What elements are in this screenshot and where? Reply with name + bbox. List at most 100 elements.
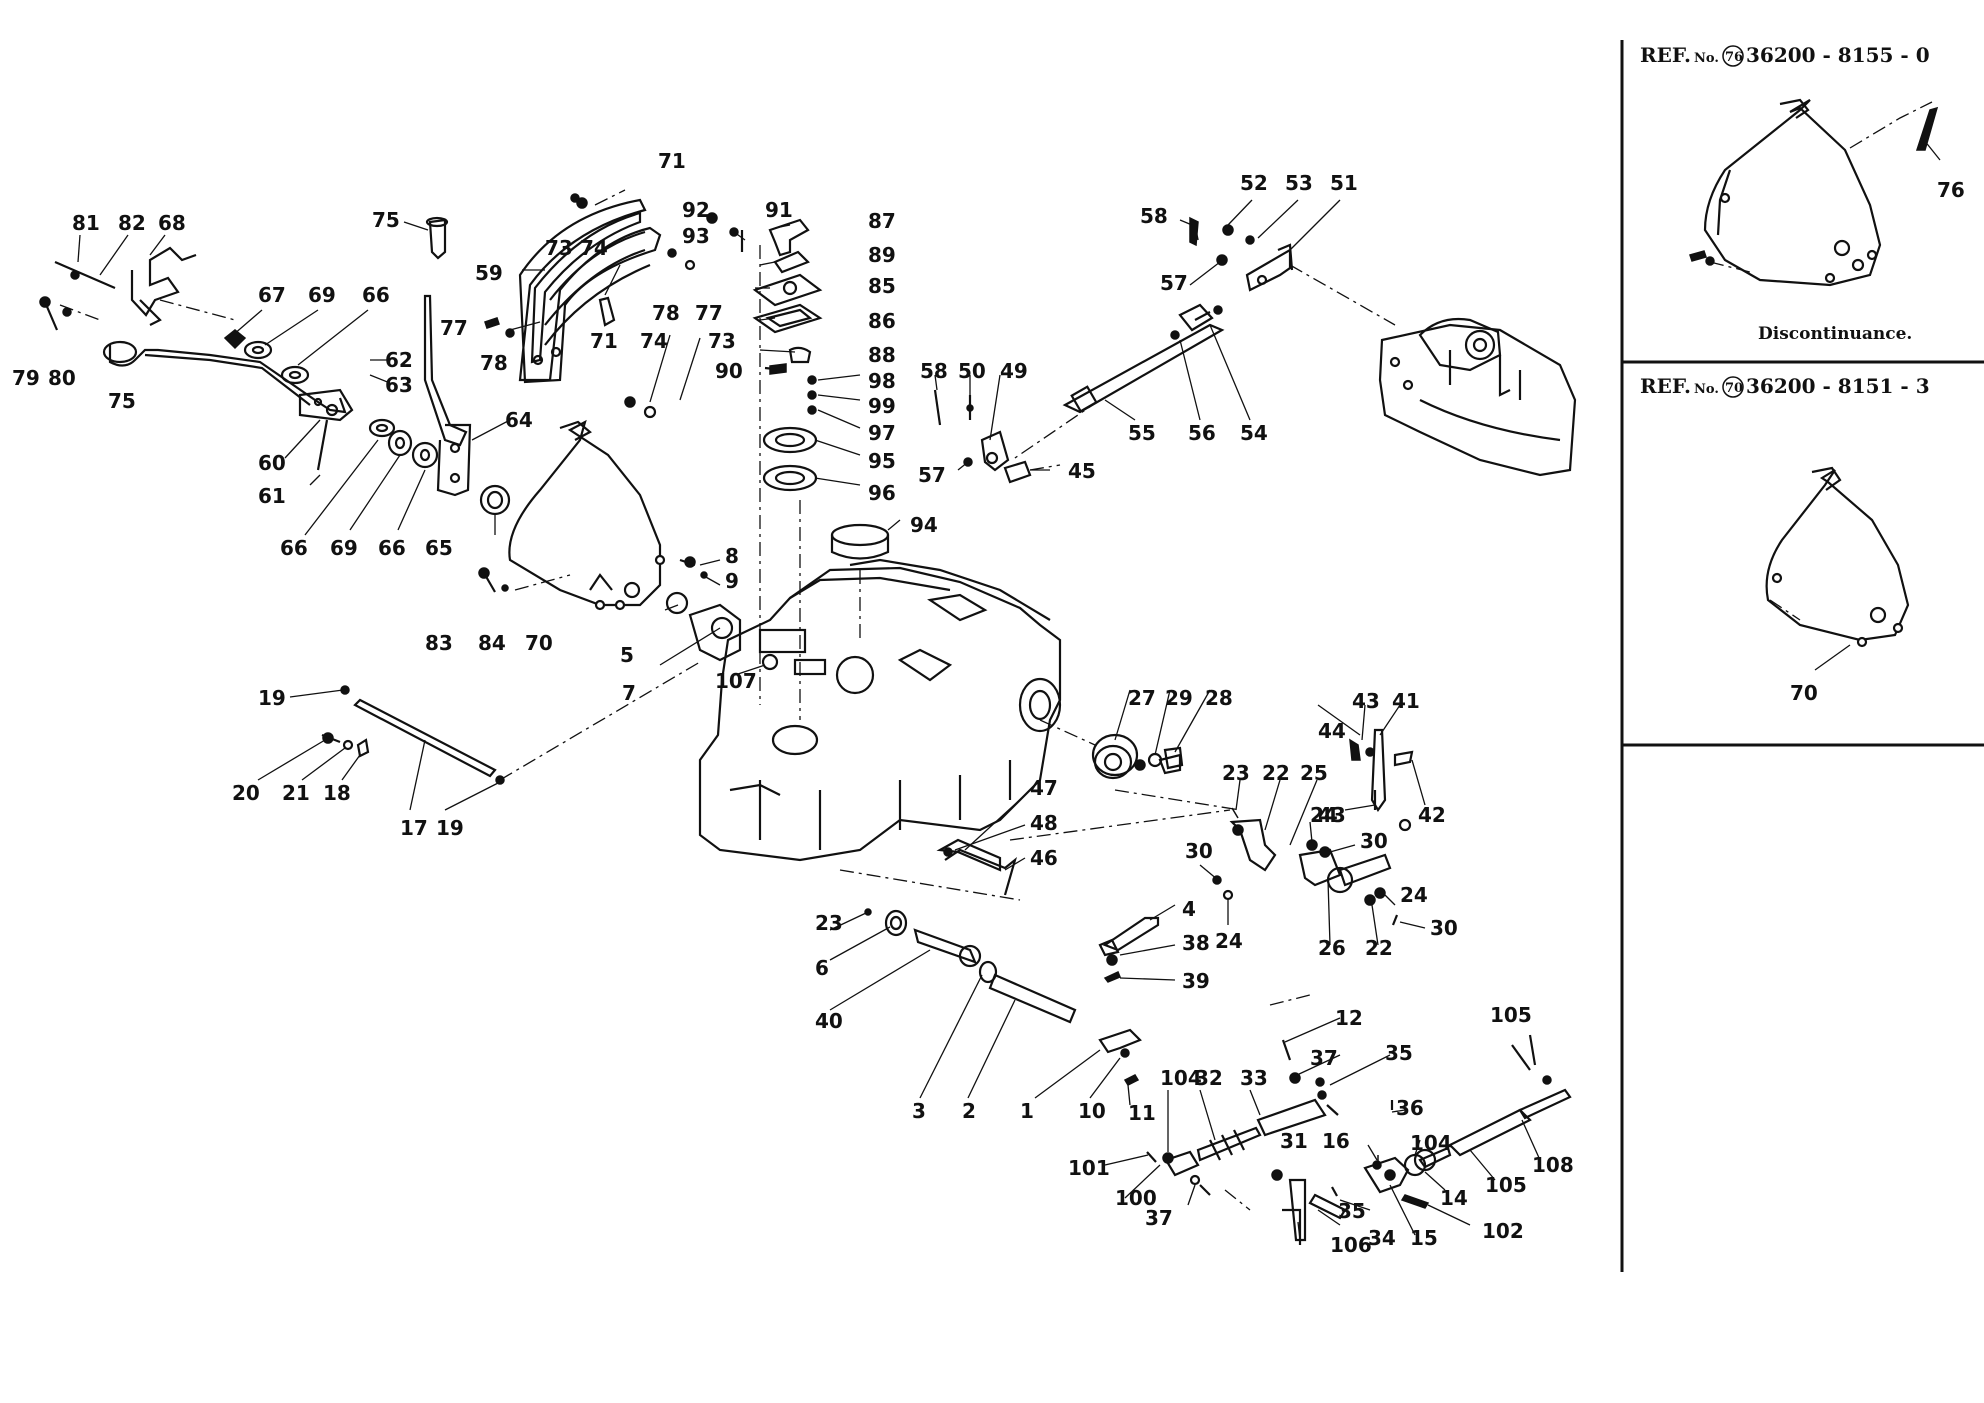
callout-label: 56 [1188,421,1216,445]
callout-label: 85 [868,274,896,298]
callout-label: 99 [868,394,896,418]
callout-label: 31 [1280,1129,1308,1153]
callout-label: 73 [545,236,573,260]
ref-circle [1722,45,1744,67]
inset-top-ref-no-label: No. [1694,51,1719,66]
left-lever-assembly-drawing [39,246,354,471]
callout-label: 20 [232,781,260,805]
callout-label: 93 [682,224,710,248]
callout-label: 82 [118,211,146,235]
callout-label: 8 [725,544,739,568]
column-parts-drawing [706,212,890,720]
leader-lines [77,199,1541,1241]
callout-label: 78 [480,351,508,375]
callout-label: 2 [962,1099,976,1123]
callout-label: 105 [1490,1003,1532,1027]
callout-label: 6 [815,956,829,980]
inset-bottom-ref-number: 36200 - 8151 - 3 [1746,374,1930,398]
callout-label: 37 [1310,1046,1338,1070]
callout-label: 3 [912,1099,926,1123]
callout-label: 77 [440,316,468,340]
callout-label: 49 [1000,359,1028,383]
callout-label: 57 [1160,271,1188,295]
callout-label: 66 [362,283,390,307]
callout-label: 32 [1195,1066,1223,1090]
callout-label: 66 [280,536,308,560]
callout-label: 104 [1410,1131,1452,1155]
callout-label: 7 [622,681,636,705]
callout-label: 46 [1030,846,1058,870]
callout-label: 40 [815,1009,843,1033]
callout-label: 10 [1078,1099,1106,1123]
inset-bottom-cover-drawing [1765,466,1910,671]
callout-label: 52 [1240,171,1268,195]
callout-label: 57 [918,463,946,487]
callout-label: 68 [158,211,186,235]
callout-label: 62 [385,348,413,372]
callout-label: 104 [1160,1066,1202,1090]
callout-label: 34 [1368,1226,1396,1250]
callout-label: 48 [1030,811,1058,835]
callout-label: 17 [400,816,428,840]
callout-label: 15 [1410,1226,1438,1250]
right-housing-drawing [1378,317,1577,477]
callout-label: 41 [1392,689,1420,713]
lever-49-drawing [933,389,1061,484]
inset-top-ref-heading: REF. No. 76 36200 - 8155 - 0 [1640,43,1930,67]
callout-label: 87 [868,209,896,233]
callout-labels: 81 82 68 79 80 75 67 69 66 62 63 60 61 6… [12,149,1574,1257]
callout-label: 23 [1222,761,1250,785]
callout-label: 33 [1240,1066,1268,1090]
callout-label: 100 [1115,1186,1157,1210]
callout-label: 61 [258,484,286,508]
callout-label: 80 [48,366,76,390]
callout-label: 70 [525,631,553,655]
callout-label: 88 [868,343,896,367]
lower-shaft-drawing [839,838,1160,1086]
callout-label: 69 [308,283,336,307]
callout-label: 12 [1335,1006,1363,1030]
callout-label: 95 [868,449,896,473]
callout-label: 18 [323,781,351,805]
lower-right-linkage-drawing [1146,994,1572,1245]
callout-label: 39 [1182,969,1210,993]
callout-label: 60 [258,451,286,475]
callout-label: 92 [682,198,710,222]
callout-label: 30 [1360,829,1388,853]
flange-27-drawing [1039,719,1184,777]
callout-label: 43 [1318,803,1346,827]
callout-label: 84 [478,631,506,655]
callout-label: 86 [868,309,896,333]
callout-label: 63 [385,373,413,397]
callout-label: 24 [1310,803,1338,827]
callout-label: 4 [1182,897,1196,921]
callout-label: 1 [1020,1099,1034,1123]
callout-label: 71 [658,149,686,173]
callout-label: 106 [1330,1233,1372,1257]
callout-label: 35 [1385,1041,1413,1065]
callout-label: 44 [1318,719,1346,743]
callout-label: 77 [695,301,723,325]
inset-bottom-ref-heading: REF. No. 70 36200 - 8151 - 3 [1640,374,1930,398]
callout-label: 27 [1128,686,1156,710]
callout-label: 69 [330,536,358,560]
callout-label: 89 [868,243,896,267]
callout-label: 67 [258,283,286,307]
callout-label: 64 [505,408,533,432]
callout-label: 21 [282,781,310,805]
lever-64-drawing [368,216,511,516]
callout-label: 22 [1365,936,1393,960]
callout-label: 51 [1330,171,1358,195]
callout-label: 19 [258,686,286,710]
callout-label: 102 [1482,1219,1524,1243]
callout-label: 54 [1240,421,1268,445]
callout-label: 96 [868,481,896,505]
callout-label: 47 [1030,776,1058,800]
callout-label: 9 [725,569,739,593]
guide-plate-59-drawing [484,189,696,419]
callout-label: 45 [1068,459,1096,483]
callout-label: 71 [590,329,618,353]
callout-label: 38 [1182,931,1210,955]
right-middle-linkage-drawing [1009,728,1414,926]
